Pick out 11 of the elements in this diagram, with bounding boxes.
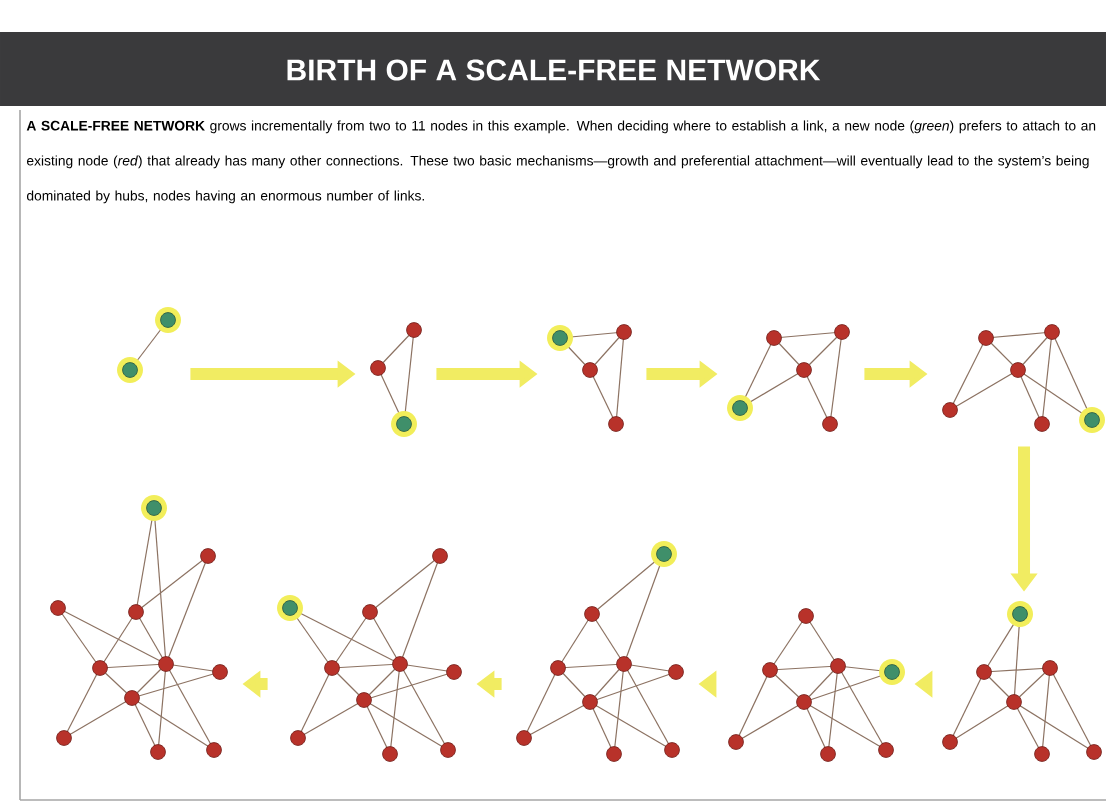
- network-drawing: [942, 601, 1102, 762]
- network-drawing: [117, 307, 181, 383]
- network-drawing: [942, 324, 1105, 433]
- title-banner: BIRTH OF A SCALE-FREE NETWORK: [0, 32, 1106, 106]
- network-drawing: [370, 322, 422, 437]
- network-drawing: [547, 324, 632, 432]
- network-drawing: [728, 608, 905, 762]
- network-drawing: [277, 548, 462, 762]
- network-drawing: [50, 495, 228, 760]
- network-drawing: [727, 324, 850, 432]
- network-drawing: [516, 541, 684, 762]
